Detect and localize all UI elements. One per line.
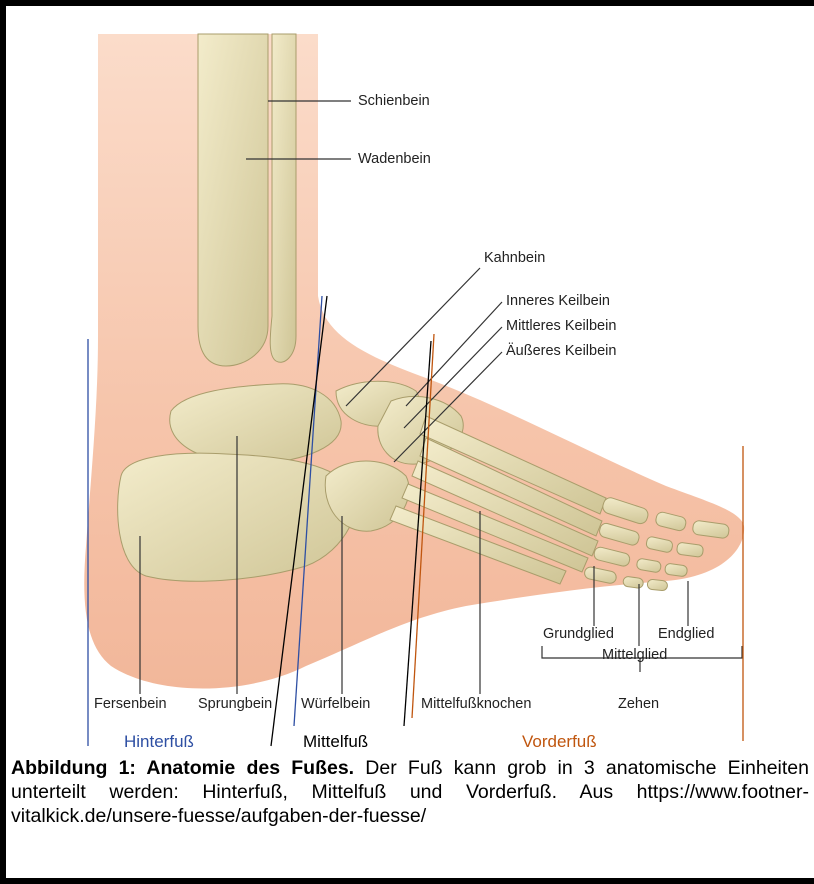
label-wuerfelbein: Würfelbein [301, 696, 370, 712]
region-vorderfuss: Vorderfuß [522, 732, 597, 752]
caption-title: Abbildung 1: Anatomie des Fußes. [11, 757, 354, 779]
figure-caption: Abbildung 1: Anatomie des Fußes. Der Fuß… [11, 756, 809, 828]
label-inneres-keilbein: Inneres Keilbein [506, 293, 610, 309]
label-aeusseres-keilbein: Äußeres Keilbein [506, 343, 616, 359]
region-hinterfuss: Hinterfuß [124, 732, 194, 752]
label-mittelfussknochen: Mittelfußknochen [421, 696, 531, 712]
schienbein-bone [198, 34, 268, 366]
figure-panel: Schienbein Wadenbein Kahnbein Inneres Ke… [6, 6, 814, 878]
label-endglied: Endglied [658, 626, 714, 642]
label-wadenbein: Wadenbein [358, 151, 431, 167]
region-mittelfuss: Mittelfuß [303, 732, 368, 752]
label-grundglied: Grundglied [543, 626, 614, 642]
label-fersenbein: Fersenbein [94, 696, 167, 712]
label-mittleres-keilbein: Mittleres Keilbein [506, 318, 616, 334]
label-zehen: Zehen [618, 696, 659, 712]
label-schienbein: Schienbein [358, 93, 430, 109]
label-sprungbein: Sprungbein [198, 696, 272, 712]
wadenbein-bone [270, 34, 296, 362]
skin-silhouette [84, 34, 744, 689]
label-mittelglied: Mittelglied [602, 647, 667, 663]
label-kahnbein: Kahnbein [484, 250, 545, 266]
